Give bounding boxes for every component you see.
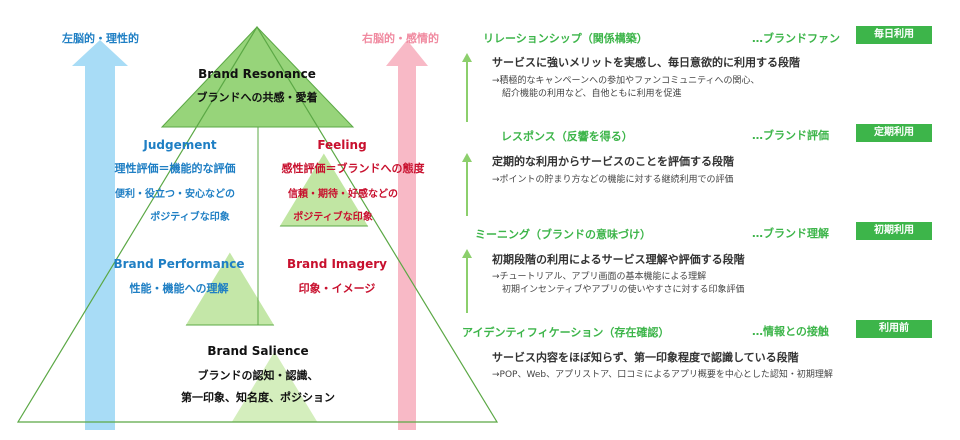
imagery-sub: 印象・イメージ — [298, 282, 376, 295]
stage-goal: …ブランドファン — [752, 32, 840, 45]
resonance-sub: ブランドへの共感・愛着 — [196, 91, 318, 104]
stage-title: リレーションシップ（関係構築） — [483, 32, 648, 45]
stage-title: ミーニング（ブランドの意味づけ） — [475, 228, 651, 241]
resonance-title: Brand Resonance — [198, 67, 316, 81]
stage-badge: 定期利用 — [856, 124, 932, 142]
performance-title: Brand Performance — [113, 257, 245, 271]
judgement-line3: ポジティブな印象 — [150, 212, 230, 223]
stage-note-1: →ポイントの貯まり方などの機能に対する継続利用での評価 — [492, 175, 734, 185]
left-arrow — [72, 40, 128, 430]
stage-arrow-1 — [462, 53, 472, 122]
feeling-title: Feeling — [317, 138, 367, 152]
stage-desc: サービス内容をほぼ知らず、第一印象程度で認識している段階 — [492, 351, 799, 364]
left-arrow-label: 左脳的・理性的 — [62, 32, 139, 45]
stage-title: アイデンティフィケーション（存在確認） — [462, 326, 670, 339]
feeling-line2: 信頼・期待・好感などの — [288, 189, 398, 200]
stage-goal: …ブランド理解 — [752, 227, 829, 240]
judgement-line1: 理性評価＝機能的な評価 — [114, 162, 236, 175]
stage-arrow-2 — [462, 153, 472, 216]
salience-line1: ブランドの認知・認識、 — [197, 369, 319, 382]
stage-title: レスポンス（反響を得る） — [501, 130, 633, 143]
stage-note-1: →POP、Web、アプリストア、口コミによるアプリ概要を中心とした認知・初期理解 — [492, 370, 833, 380]
stage-badge: 毎日利用 — [856, 26, 932, 44]
right-arrow — [386, 40, 428, 430]
judgement-title: Judgement — [143, 138, 217, 152]
judgement-line2: 便利・役立つ・安心などの — [115, 189, 235, 200]
stage-note-1: →チュートリアル、アプリ画面の基本機能による理解 — [492, 272, 707, 282]
feeling-line3: ポジティブな印象 — [293, 212, 373, 223]
right-arrow-label: 右脳的・感情的 — [362, 32, 439, 45]
imagery-title: Brand Imagery — [286, 257, 387, 271]
stage-arrow-3 — [462, 249, 472, 313]
stage-goal: …情報との接触 — [752, 325, 829, 338]
stage-note-2: 紹介機能の利用など、自他ともに利用を促進 — [502, 89, 682, 99]
stage-badge: 利用前 — [856, 320, 932, 338]
salience-line2: 第一印象、知名度、ポジション — [181, 391, 335, 404]
stage-desc: 初期段階の利用によるサービス理解や評価する段階 — [492, 253, 745, 266]
stage-note-2: 初期インセンティブやアプリの使いやすさに対する印象評価 — [502, 285, 745, 295]
stage-goal: …ブランド評価 — [752, 129, 829, 142]
feeling-line1: 感性評価＝ブランドへの態度 — [281, 162, 425, 175]
stage-desc: 定期的な利用からサービスのことを評価する段階 — [492, 155, 734, 168]
salience-title: Brand Salience — [207, 344, 309, 358]
stage-badge: 初期利用 — [856, 222, 932, 240]
stage-note-1: →積極的なキャンペーンへの参加やファンコミュニティへの関心、 — [492, 76, 760, 86]
performance-sub: 性能・機能への理解 — [129, 282, 229, 295]
stage-desc: サービスに強いメリットを実感し、毎日意欲的に利用する段階 — [492, 56, 800, 69]
